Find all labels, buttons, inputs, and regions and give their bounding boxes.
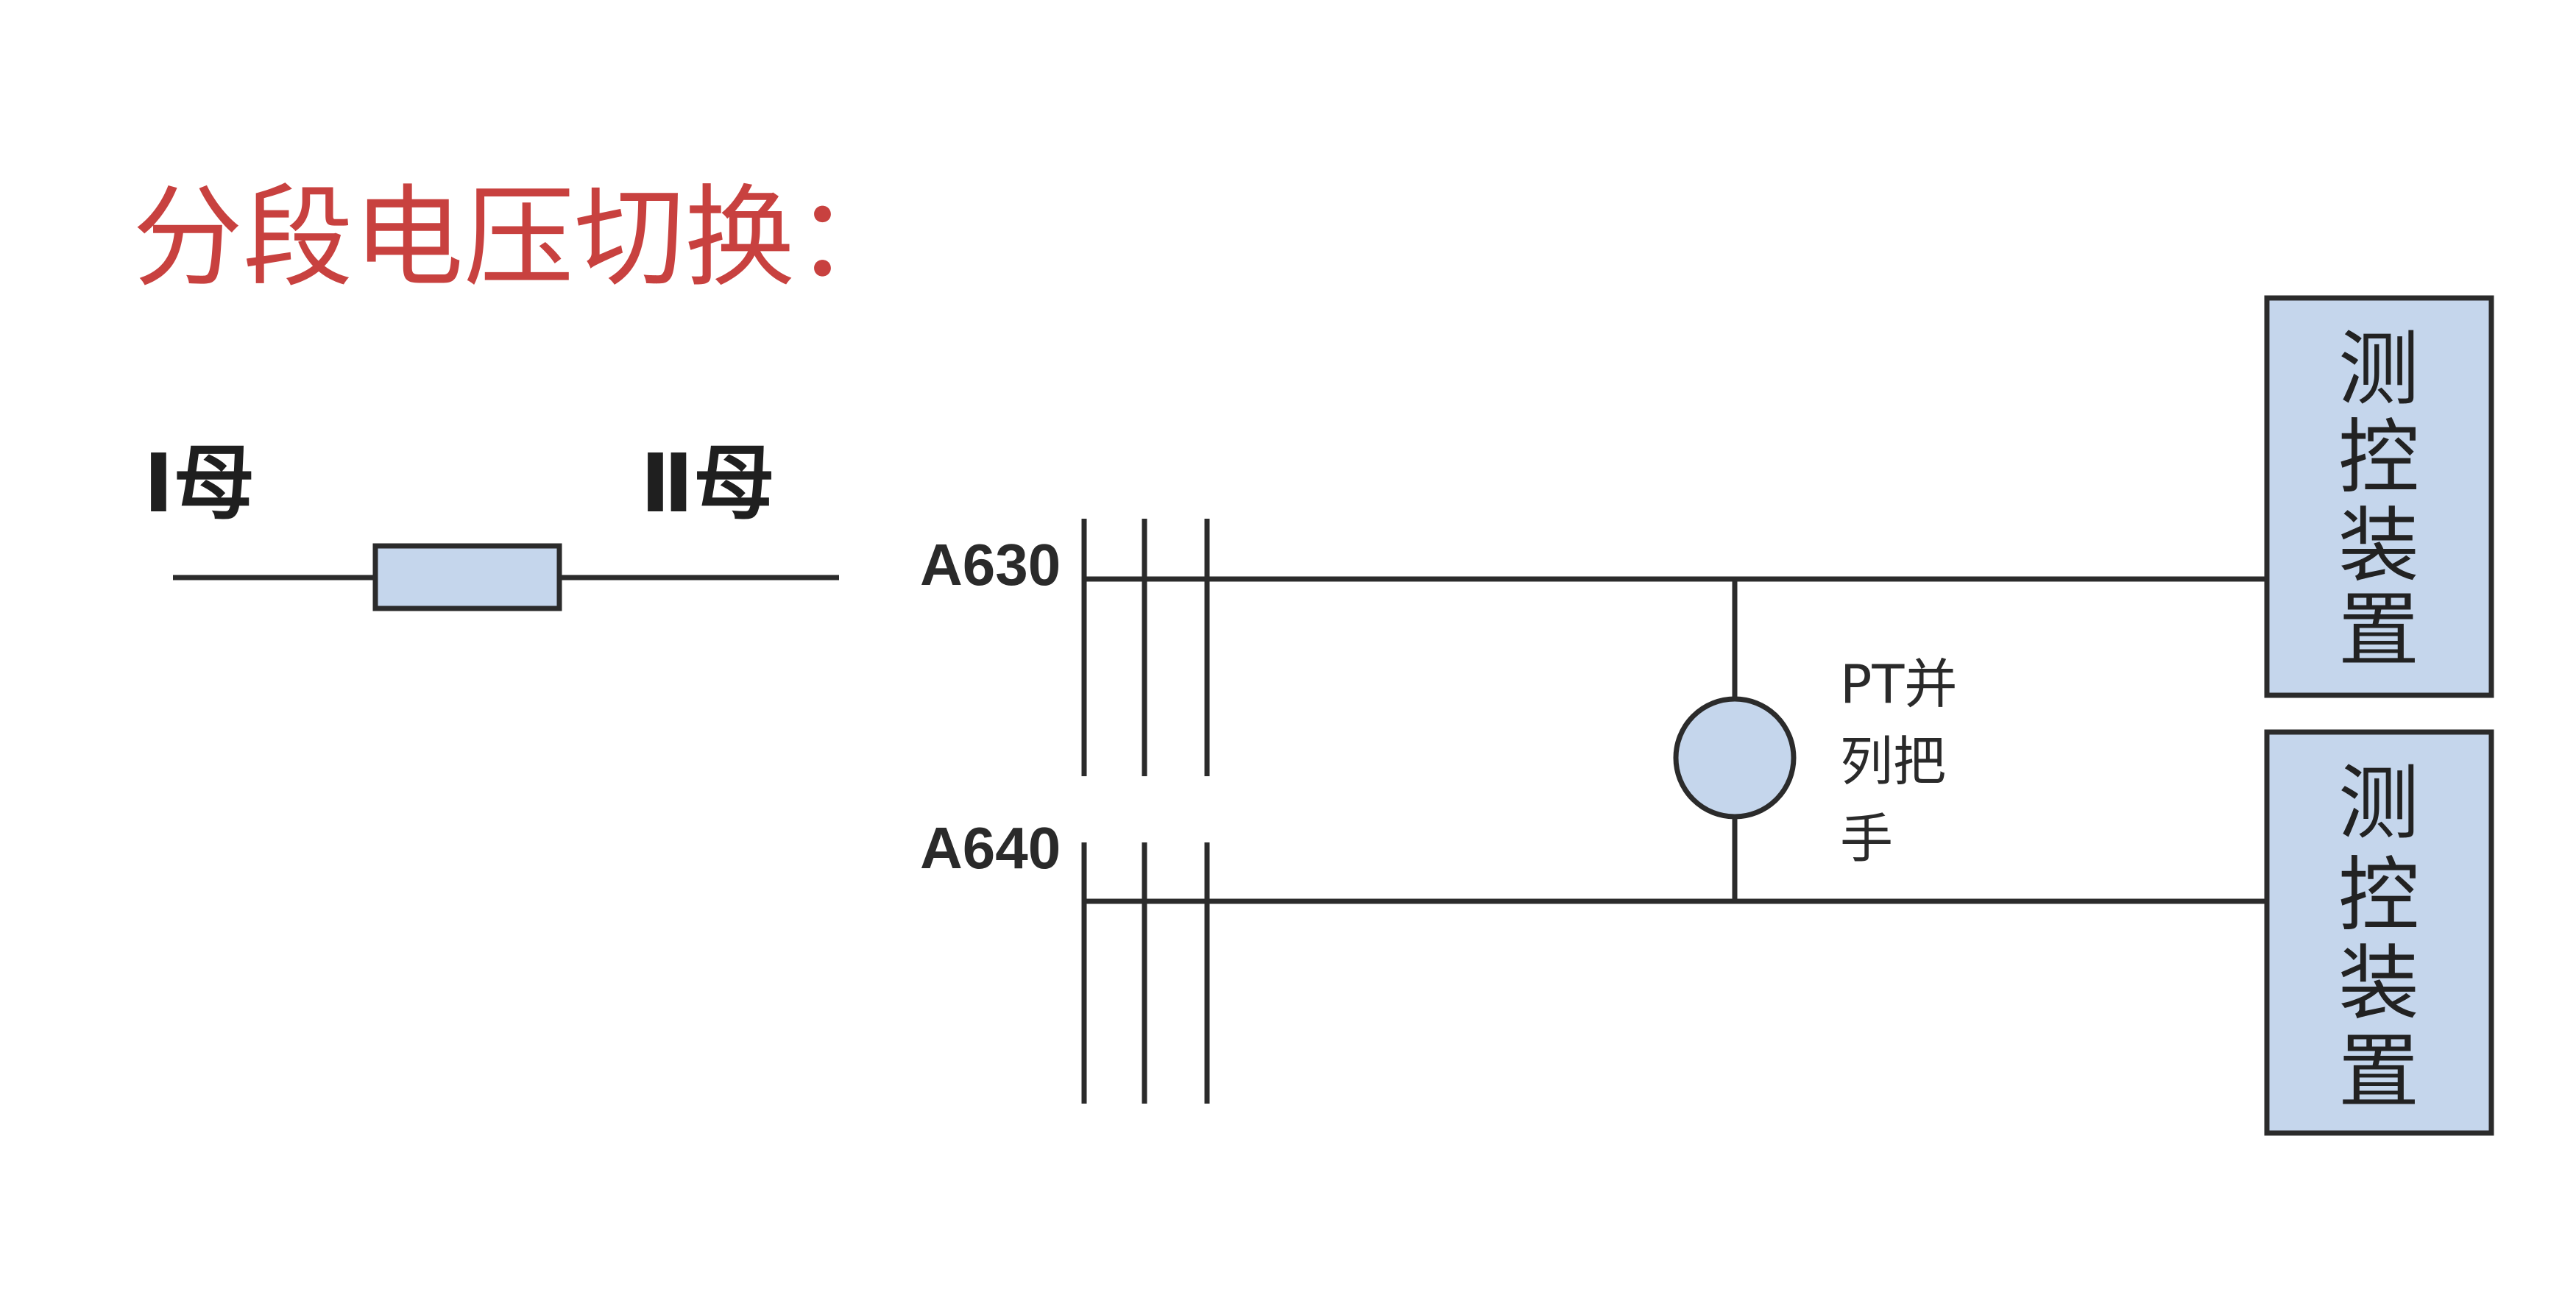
- wire-label-a640: A640: [920, 815, 1061, 881]
- measure-control-device-2: 测 控 装 置: [2264, 729, 2494, 1136]
- device-2-char-2: 控: [2338, 848, 2419, 942]
- section-breaker: [372, 543, 562, 611]
- pt-label-line-3: 手: [1840, 808, 1893, 870]
- wire-label-a630: A630: [920, 532, 1061, 597]
- device-1-char-4: 置: [2338, 583, 2419, 678]
- device-box-1: [2264, 295, 2494, 698]
- pt-label-line-2: 列把: [1840, 731, 1946, 792]
- device-1-char-1: 测: [2338, 322, 2419, 416]
- device-1-char-3: 装: [2338, 499, 2419, 593]
- bus-one-label: Ⅰ母: [144, 436, 255, 530]
- device-2-char-3: 装: [2338, 937, 2419, 1031]
- measure-control-device-1: 测 控 装 置: [2264, 295, 2494, 698]
- pt-parallel-switch-circle: [1673, 696, 1797, 820]
- device-1-char-2: 控: [2338, 411, 2419, 505]
- pt-label-line-1: PT并: [1840, 653, 1957, 715]
- device-2-char-4: 置: [2338, 1025, 2419, 1119]
- page-title: 分段电压切换：: [132, 174, 905, 302]
- device-2-char-1: 测: [2338, 756, 2419, 851]
- device-box-2: [2264, 729, 2494, 1136]
- bus-two-label: Ⅱ母: [640, 436, 774, 530]
